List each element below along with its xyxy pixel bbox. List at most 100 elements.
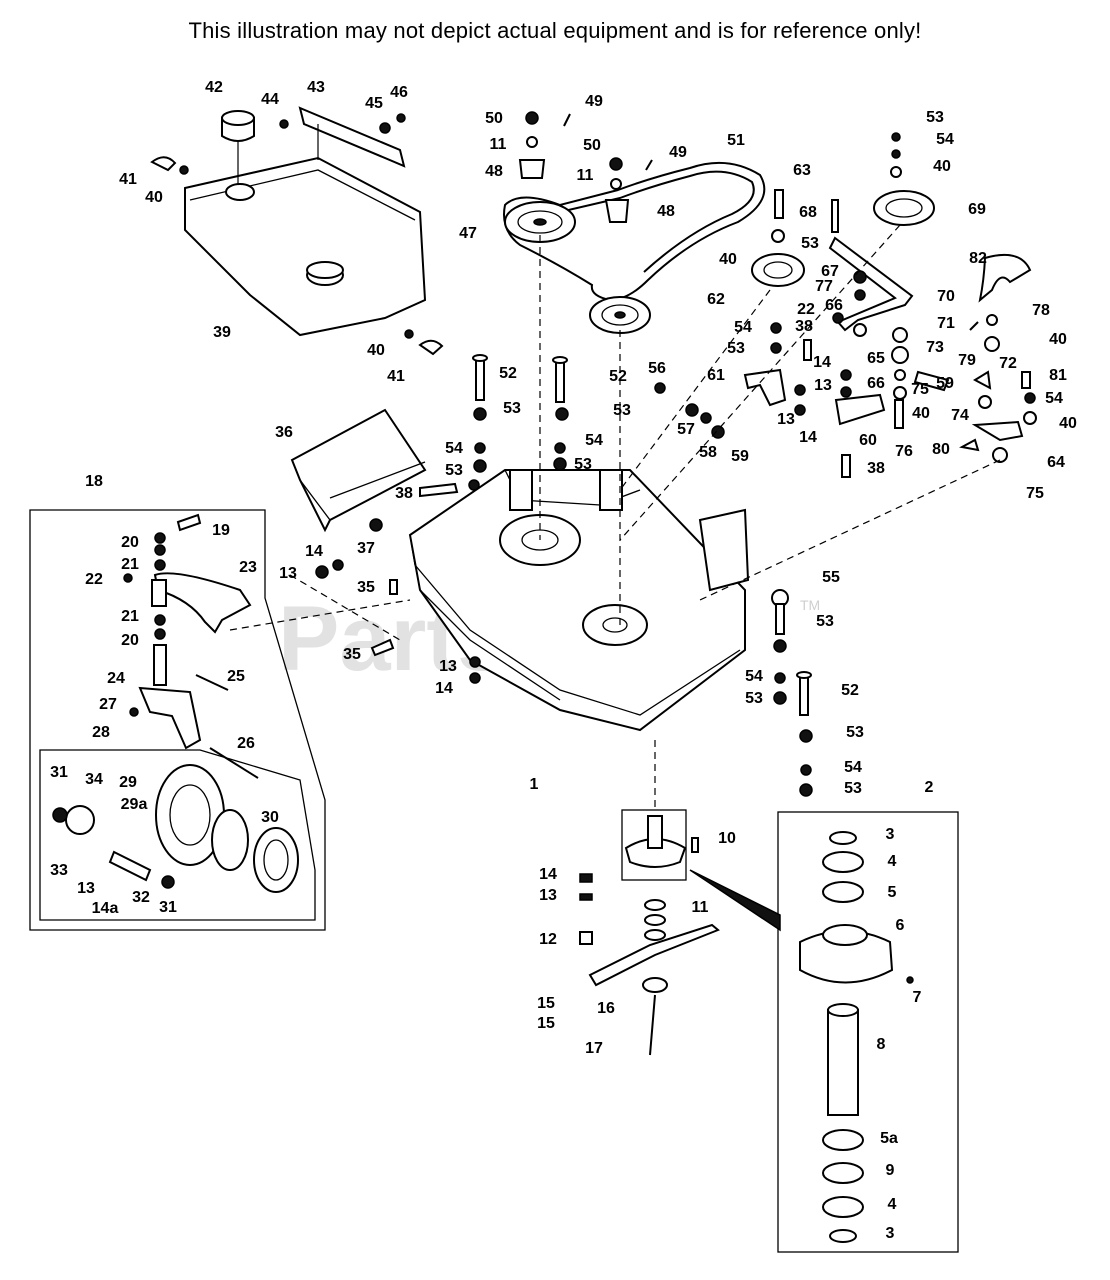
callout-c65[interactable]: 65 bbox=[867, 350, 885, 367]
callout-c21b[interactable]: 21 bbox=[121, 608, 139, 625]
callout-c3b[interactable]: 3 bbox=[886, 1225, 895, 1242]
callout-c13c[interactable]: 13 bbox=[77, 880, 95, 897]
callout-c14a2[interactable]: 14a bbox=[92, 900, 119, 917]
callout-c53j[interactable]: 53 bbox=[846, 724, 864, 741]
callout-c59a[interactable]: 59 bbox=[936, 375, 954, 392]
callout-c54b[interactable]: 54 bbox=[734, 319, 752, 336]
callout-c39[interactable]: 39 bbox=[213, 324, 231, 341]
deck-hardware[interactable] bbox=[315, 479, 813, 797]
callout-c8[interactable]: 8 bbox=[877, 1036, 886, 1053]
callout-c76[interactable]: 76 bbox=[895, 443, 913, 460]
callout-c64[interactable]: 64 bbox=[1047, 454, 1065, 471]
callout-c56[interactable]: 56 bbox=[648, 360, 666, 377]
callout-c44[interactable]: 44 bbox=[261, 91, 279, 108]
callout-c35b[interactable]: 35 bbox=[343, 646, 361, 663]
idler-hardware[interactable] bbox=[794, 270, 1037, 478]
callout-c20b[interactable]: 20 bbox=[121, 632, 139, 649]
callout-c14c[interactable]: 14 bbox=[305, 543, 323, 560]
callout-c27[interactable]: 27 bbox=[99, 696, 117, 713]
callout-c42[interactable]: 42 bbox=[205, 79, 223, 96]
callout-c53h[interactable]: 53 bbox=[816, 613, 834, 630]
callout-c22a[interactable]: 22 bbox=[797, 301, 815, 318]
callout-c50b[interactable]: 50 bbox=[583, 137, 601, 154]
callout-c11a[interactable]: 11 bbox=[490, 136, 507, 153]
callout-c79[interactable]: 79 bbox=[958, 352, 976, 369]
callout-c54d[interactable]: 54 bbox=[445, 440, 463, 457]
callout-c81[interactable]: 81 bbox=[1049, 367, 1067, 384]
callout-c40a[interactable]: 40 bbox=[145, 189, 163, 206]
callout-c29a[interactable]: 29a bbox=[121, 796, 148, 813]
callout-c26[interactable]: 26 bbox=[237, 735, 255, 752]
callout-c61[interactable]: 61 bbox=[707, 367, 725, 384]
callout-c53g[interactable]: 53 bbox=[574, 456, 592, 473]
callout-c14a[interactable]: 14 bbox=[813, 354, 831, 371]
callout-c69[interactable]: 69 bbox=[968, 201, 986, 218]
callout-c78[interactable]: 78 bbox=[1032, 302, 1050, 319]
callout-c48a[interactable]: 48 bbox=[485, 163, 503, 180]
callout-c7[interactable]: 7 bbox=[913, 989, 922, 1006]
callout-c54a[interactable]: 54 bbox=[936, 131, 954, 148]
callout-c38b[interactable]: 38 bbox=[867, 460, 885, 477]
callout-c54c[interactable]: 54 bbox=[1045, 390, 1063, 407]
callout-c5a2[interactable]: 5a bbox=[880, 1130, 898, 1147]
callout-c14d[interactable]: 14 bbox=[435, 680, 453, 697]
callout-c66b[interactable]: 66 bbox=[867, 375, 885, 392]
callout-c47[interactable]: 47 bbox=[459, 225, 477, 242]
callout-c52a[interactable]: 52 bbox=[499, 365, 517, 382]
callout-c74[interactable]: 74 bbox=[951, 407, 969, 424]
callout-c53f[interactable]: 53 bbox=[445, 462, 463, 479]
callout-c38a[interactable]: 38 bbox=[795, 318, 813, 335]
callout-c66[interactable]: 66 bbox=[825, 297, 843, 314]
callout-c75a[interactable]: 75 bbox=[911, 381, 929, 398]
idler-arm[interactable] bbox=[743, 236, 1032, 442]
callout-c53c[interactable]: 53 bbox=[727, 340, 745, 357]
callout-c18[interactable]: 18 bbox=[85, 473, 103, 490]
callout-c54g[interactable]: 54 bbox=[844, 759, 862, 776]
callout-c3a[interactable]: 3 bbox=[886, 826, 895, 843]
cover-knob[interactable] bbox=[221, 110, 255, 185]
callout-c2[interactable]: 2 bbox=[925, 779, 934, 796]
callout-c15a[interactable]: 15 bbox=[537, 995, 555, 1012]
callout-c29[interactable]: 29 bbox=[119, 774, 137, 791]
callout-c73[interactable]: 73 bbox=[926, 339, 944, 356]
callout-c10[interactable]: 10 bbox=[718, 830, 736, 847]
callout-c53k[interactable]: 53 bbox=[844, 780, 862, 797]
callout-c53a[interactable]: 53 bbox=[926, 109, 944, 126]
callout-c13f[interactable]: 13 bbox=[539, 887, 557, 904]
callout-c13e[interactable]: 13 bbox=[439, 658, 457, 675]
callout-c37[interactable]: 37 bbox=[357, 540, 375, 557]
callout-c48b[interactable]: 48 bbox=[657, 203, 675, 220]
callout-c5a[interactable]: 5 bbox=[888, 884, 897, 901]
callout-c49a[interactable]: 49 bbox=[585, 93, 603, 110]
callout-c11b[interactable]: 11 bbox=[577, 167, 594, 184]
callout-c77[interactable]: 77 bbox=[815, 278, 833, 295]
idler-pulley-69[interactable] bbox=[873, 190, 935, 226]
callout-c40b[interactable]: 40 bbox=[367, 342, 385, 359]
callout-c53b[interactable]: 53 bbox=[801, 235, 819, 252]
callout-c54e[interactable]: 54 bbox=[585, 432, 603, 449]
callout-c58[interactable]: 58 bbox=[699, 444, 717, 461]
callout-c14e[interactable]: 14 bbox=[539, 866, 557, 883]
callout-c50a[interactable]: 50 bbox=[485, 110, 503, 127]
idler-pulley-62[interactable] bbox=[751, 253, 805, 287]
callout-c60[interactable]: 60 bbox=[859, 432, 877, 449]
callout-c41b[interactable]: 41 bbox=[387, 368, 405, 385]
callout-c13d[interactable]: 13 bbox=[279, 565, 297, 582]
callout-c62[interactable]: 62 bbox=[707, 291, 725, 308]
callout-c75b[interactable]: 75 bbox=[1026, 485, 1044, 502]
callout-c45[interactable]: 45 bbox=[365, 95, 383, 112]
callout-c11c[interactable]: 11 bbox=[692, 899, 709, 916]
callout-c31a[interactable]: 31 bbox=[50, 764, 68, 781]
callout-c23[interactable]: 23 bbox=[239, 559, 257, 576]
callout-c20a[interactable]: 20 bbox=[121, 534, 139, 551]
callout-c16[interactable]: 16 bbox=[597, 1000, 615, 1017]
callout-c40d[interactable]: 40 bbox=[719, 251, 737, 268]
callout-c24[interactable]: 24 bbox=[107, 670, 125, 687]
callout-c28[interactable]: 28 bbox=[92, 724, 110, 741]
callout-c12[interactable]: 12 bbox=[539, 931, 557, 948]
cover-hardware[interactable] bbox=[150, 113, 444, 356]
callout-c53d[interactable]: 53 bbox=[503, 400, 521, 417]
callout-c57[interactable]: 57 bbox=[677, 421, 695, 438]
callout-c43[interactable]: 43 bbox=[307, 79, 325, 96]
callout-c52b[interactable]: 52 bbox=[609, 368, 627, 385]
